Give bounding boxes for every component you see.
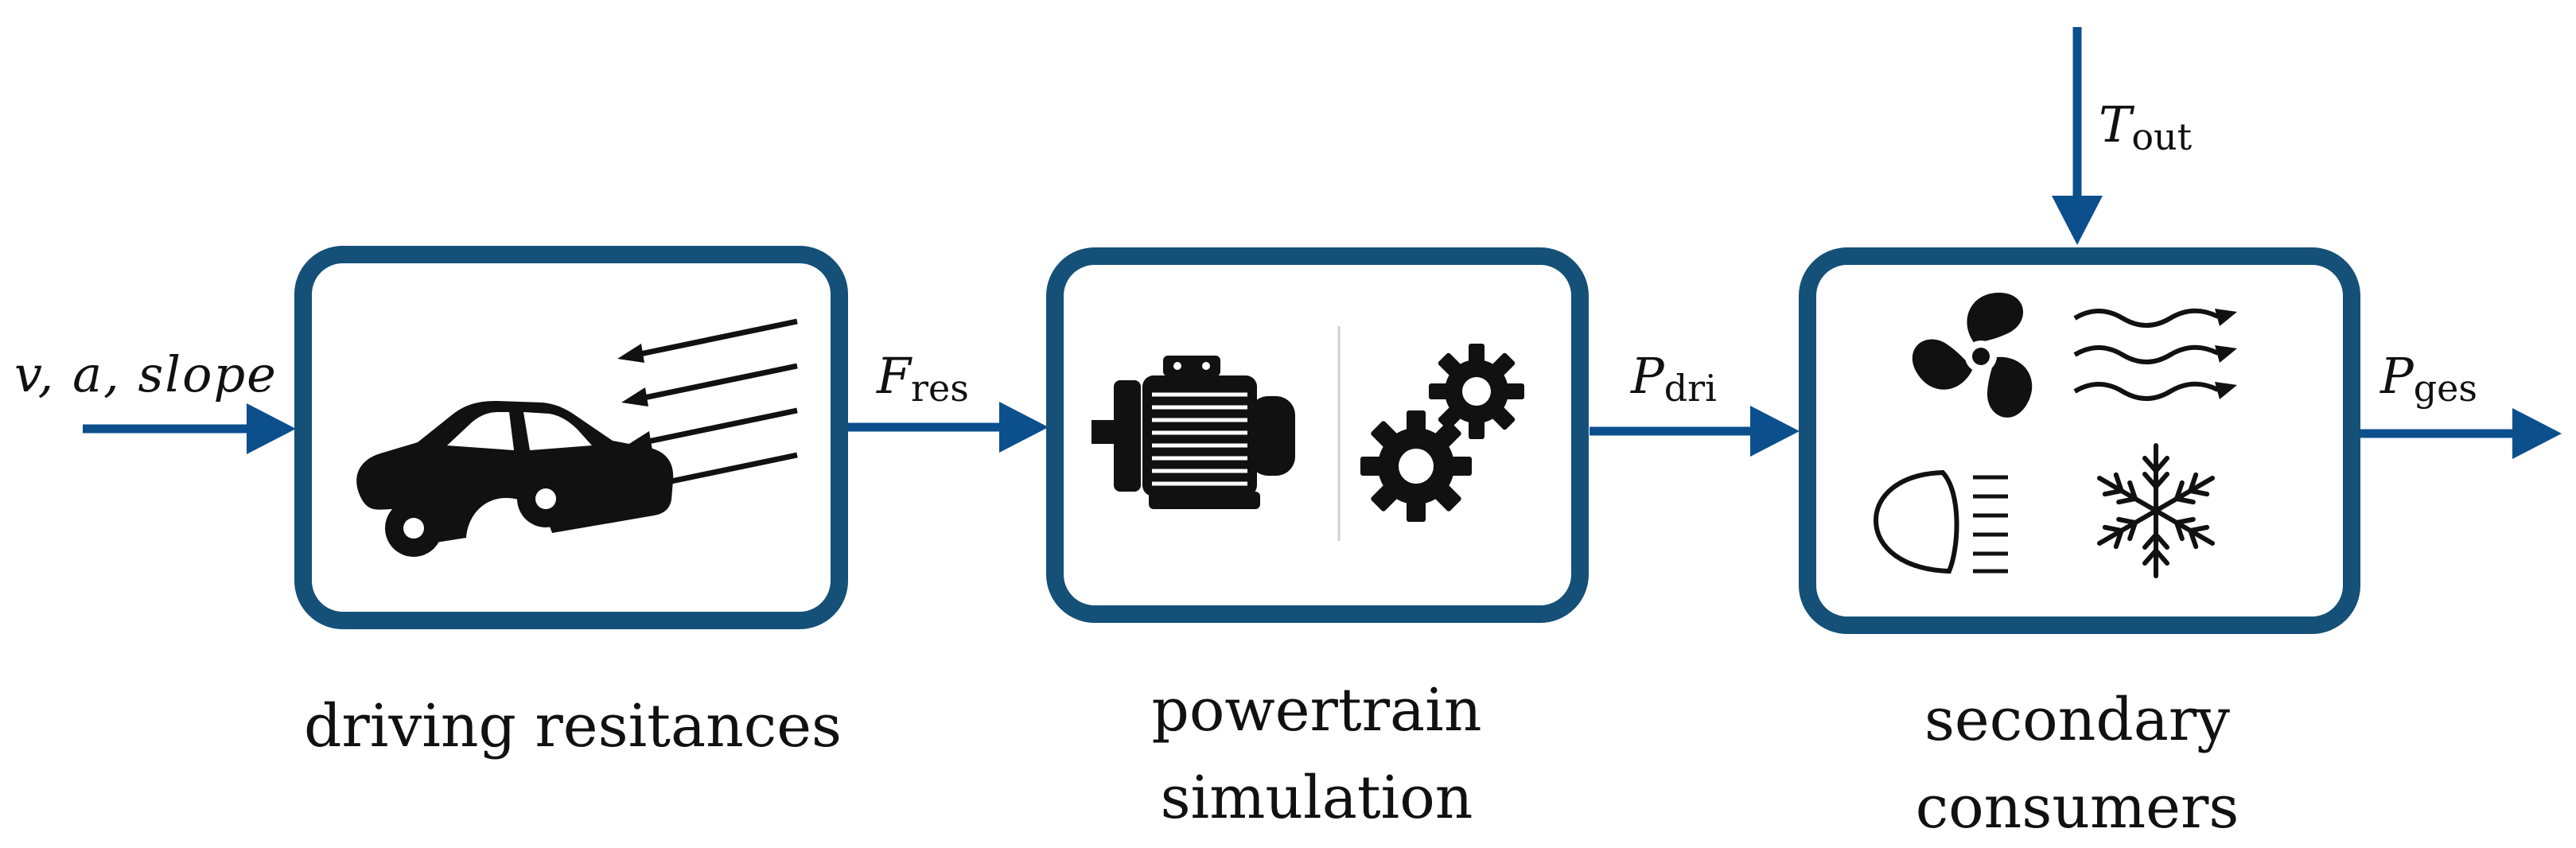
fres-label: Fres <box>876 347 969 410</box>
input-arrow <box>83 403 296 454</box>
airflow-arrows-icon <box>617 318 798 494</box>
fan-icon <box>1912 292 2033 418</box>
pges-label: Pges <box>2379 347 2477 410</box>
fres-subscript: res <box>911 367 969 410</box>
secondary-consumers-block: secondary consumers <box>1799 247 2360 842</box>
tout-arrow <box>2052 27 2103 245</box>
pges-subscript: ges <box>2414 367 2477 410</box>
driving-resistances-block: driving resitances <box>294 246 848 760</box>
pges-symbol: P <box>2379 347 2415 405</box>
pdri-arrow <box>1590 406 1800 457</box>
powertrain-simulation-block: powertrain simulation <box>1046 247 1589 832</box>
secondary-caption-line1: secondary <box>1924 686 2230 754</box>
pdri-symbol: P <box>1630 347 1665 405</box>
tout-symbol: T <box>2099 95 2135 154</box>
output-arrow <box>2360 408 2562 459</box>
snowflake-icon <box>2096 443 2216 578</box>
headlight-icon <box>1873 469 2008 574</box>
powertrain-caption-line2: simulation <box>1161 764 1473 832</box>
powertrain-caption-line1: powertrain <box>1152 676 1482 745</box>
gears-icon <box>1360 344 1524 522</box>
fres-arrow <box>848 402 1049 453</box>
input-signal-label: v, a, slope <box>14 345 278 403</box>
car-icon <box>356 401 674 557</box>
tout-subscript: out <box>2131 115 2192 158</box>
electric-motor-icon <box>1091 356 1295 509</box>
tout-label: Tout <box>2099 95 2193 158</box>
wind-waves-icon <box>2073 308 2237 401</box>
secondary-caption-line2: consumers <box>1916 773 2239 842</box>
driving-resistances-caption: driving resitances <box>304 692 842 760</box>
pdri-label: Pdri <box>1630 347 1717 410</box>
pdri-subscript: dri <box>1664 367 1717 410</box>
fres-symbol: F <box>876 347 912 405</box>
